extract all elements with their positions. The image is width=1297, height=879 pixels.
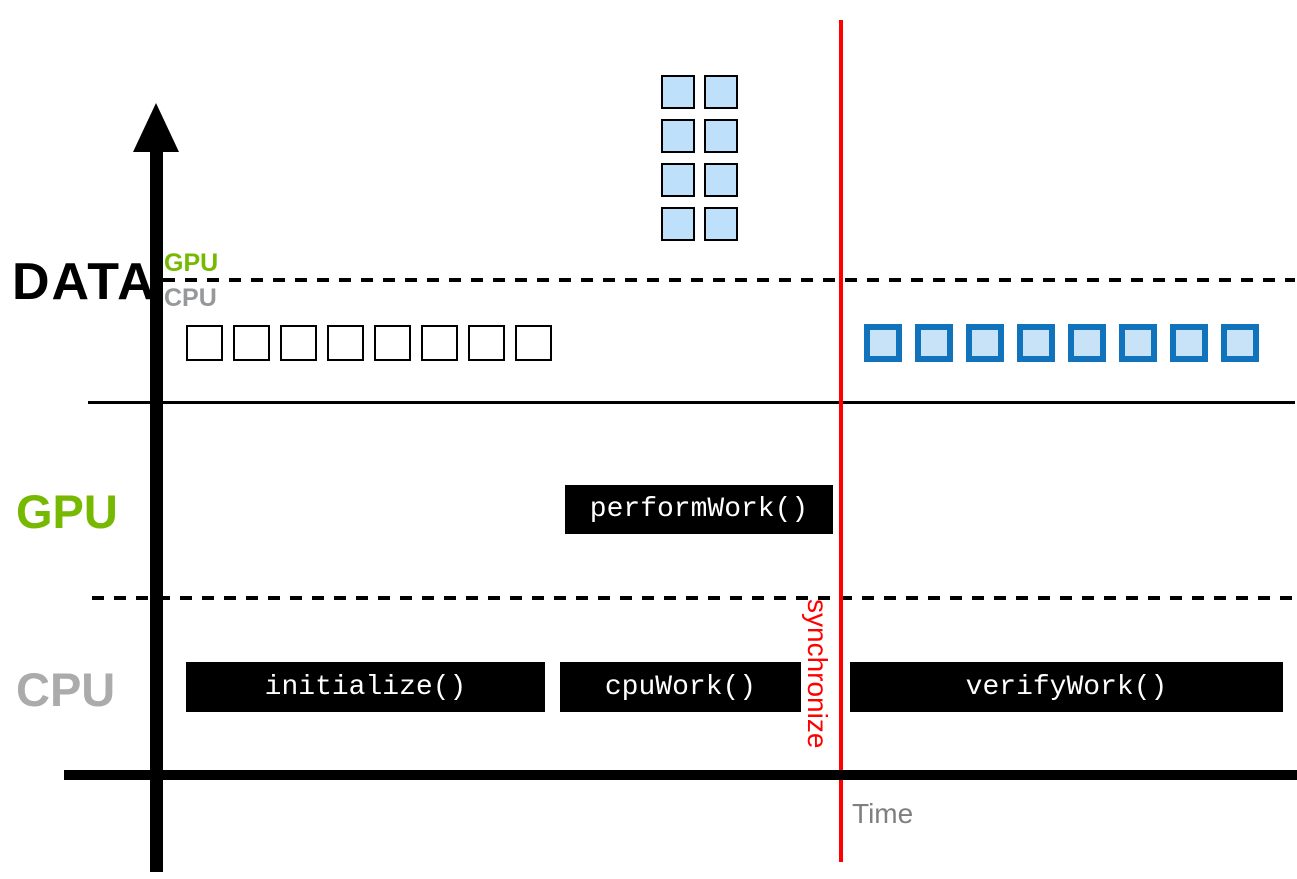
filled-chunk bbox=[1221, 324, 1259, 362]
data-lane-gpu-side-label: GPU bbox=[164, 249, 219, 277]
filled-chunk bbox=[966, 324, 1004, 362]
gpu-data-chunk-grid bbox=[661, 75, 738, 241]
synchronize-line bbox=[839, 20, 843, 862]
cpu-lane-label: CPU bbox=[16, 663, 116, 716]
y-axis-line bbox=[150, 145, 163, 872]
empty-chunk bbox=[327, 325, 364, 361]
synchronize-label: synchronize bbox=[802, 599, 833, 749]
empty-chunk bbox=[515, 325, 552, 361]
gpu-chunk bbox=[661, 163, 695, 197]
task-performwork: performWork() bbox=[565, 485, 833, 534]
cpu-data-filled-chunk-row bbox=[864, 324, 1259, 362]
gpu-chunk bbox=[661, 75, 695, 109]
empty-chunk bbox=[186, 325, 223, 361]
filled-chunk bbox=[1068, 324, 1106, 362]
filled-chunk bbox=[1017, 324, 1055, 362]
filled-chunk bbox=[864, 324, 902, 362]
gpu-chunk bbox=[661, 207, 695, 241]
task-verifywork: verifyWork() bbox=[850, 662, 1283, 712]
task-cpuwork: cpuWork() bbox=[560, 662, 801, 712]
y-axis-arrowhead-icon bbox=[133, 103, 179, 152]
time-axis-line bbox=[64, 770, 1297, 780]
gpu-chunk bbox=[704, 207, 738, 241]
gpu-lane-label: GPU bbox=[16, 485, 118, 538]
data-lane-label: DATA bbox=[12, 253, 157, 311]
gpu-chunk bbox=[704, 163, 738, 197]
gpu-chunk bbox=[704, 75, 738, 109]
gpu-chunk bbox=[704, 119, 738, 153]
filled-chunk bbox=[1119, 324, 1157, 362]
empty-chunk bbox=[374, 325, 411, 361]
time-axis-label: Time bbox=[852, 798, 914, 829]
filled-chunk bbox=[1170, 324, 1208, 362]
gpu-chunk bbox=[661, 119, 695, 153]
data-lane-cpu-side-label: CPU bbox=[164, 284, 217, 312]
empty-chunk bbox=[468, 325, 505, 361]
task-initialize: initialize() bbox=[186, 662, 545, 712]
filled-chunk bbox=[915, 324, 953, 362]
data-gpu-lane-divider-line bbox=[88, 401, 1295, 404]
empty-chunk bbox=[280, 325, 317, 361]
cpu-data-empty-chunk-row bbox=[186, 325, 552, 361]
empty-chunk bbox=[421, 325, 458, 361]
gpu-cpu-lane-divider-dashed-line bbox=[92, 596, 1295, 600]
data-gpu-cpu-divider-dashed-line bbox=[163, 278, 1295, 282]
empty-chunk bbox=[233, 325, 270, 361]
